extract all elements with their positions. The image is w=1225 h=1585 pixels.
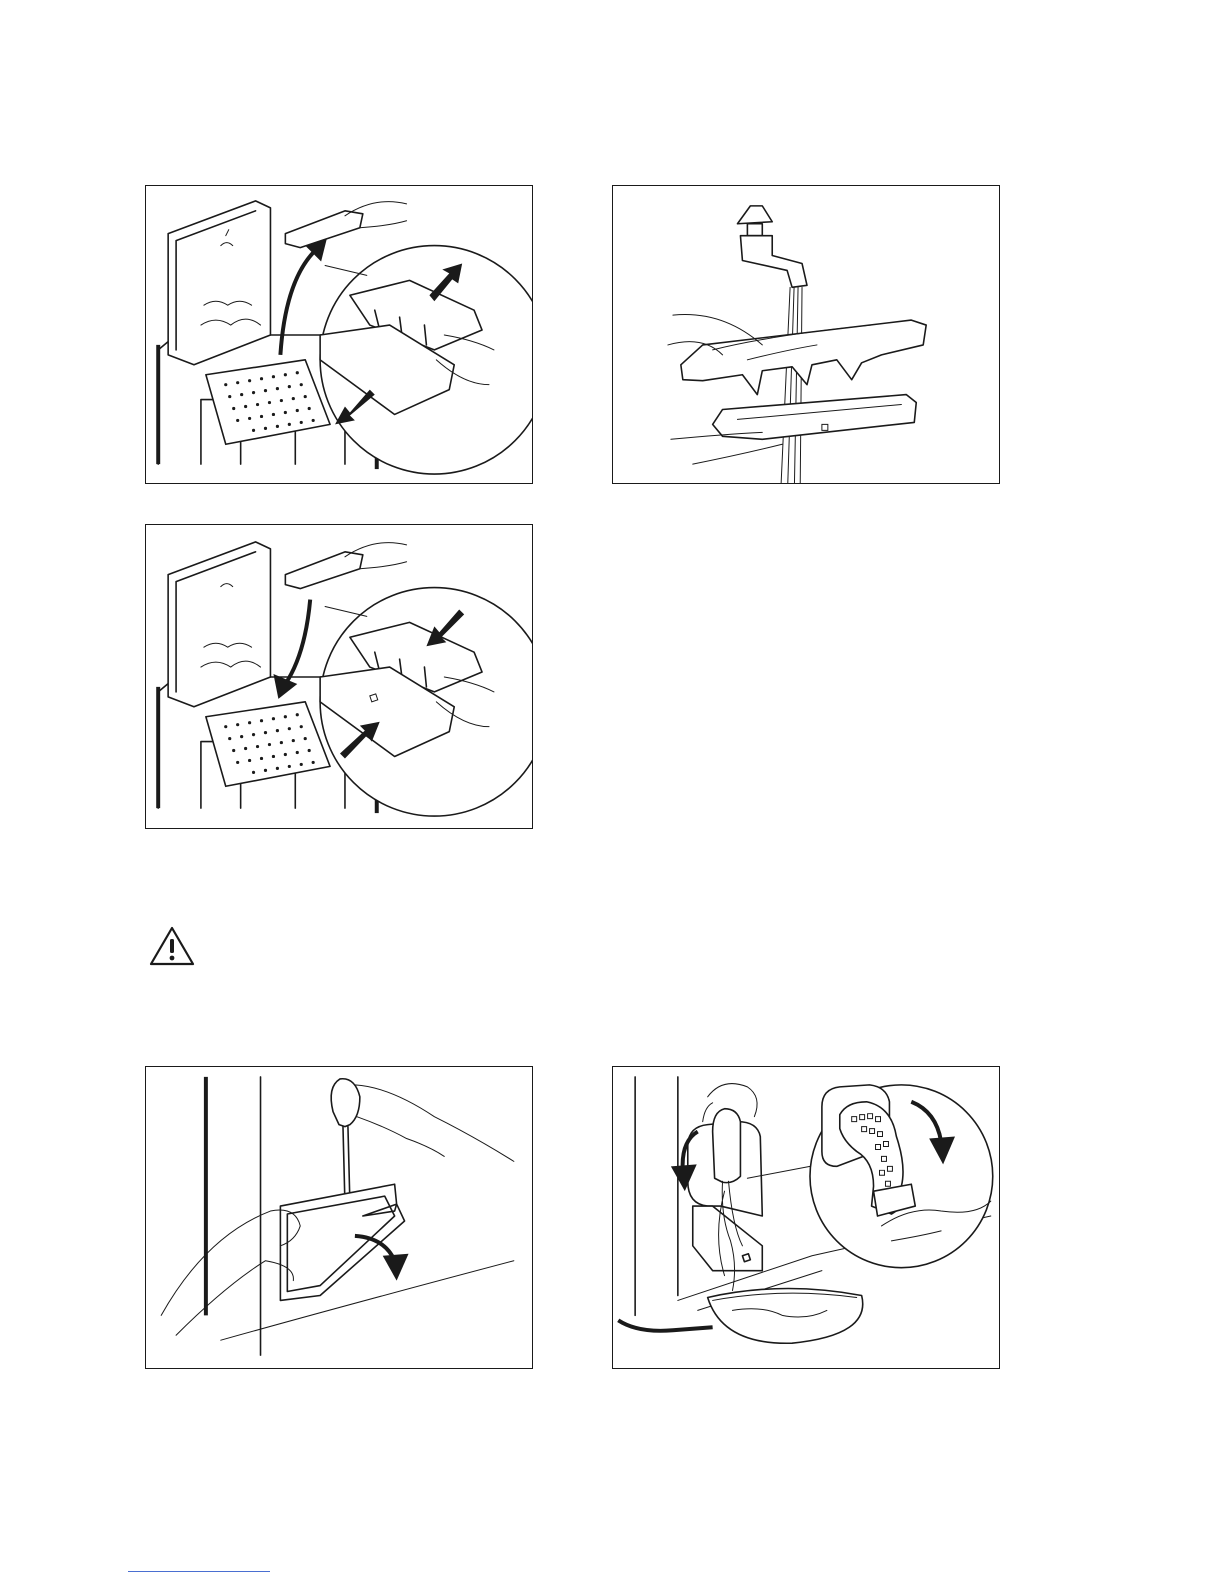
open-flap-illustration [146, 1067, 532, 1368]
rinse-filter-illustration [613, 186, 999, 483]
faucet-icon [737, 206, 772, 224]
footer-rule [128, 1571, 270, 1572]
remove-filter-illustration [146, 186, 532, 483]
insert-filter-illustration [146, 525, 532, 828]
figure-remove-filter [145, 185, 533, 484]
figure-drain-pump-filter [612, 1066, 1000, 1369]
arrow-down-icon [285, 600, 310, 684]
drain-pump-filter-illustration [613, 1067, 999, 1368]
figure-open-flap [145, 1066, 533, 1369]
arrow-up-icon [280, 251, 315, 355]
warning-icon [148, 925, 196, 967]
figure-insert-filter [145, 524, 533, 829]
screwdriver-icon [331, 1079, 360, 1127]
figure-rinse-filter [612, 185, 1000, 484]
